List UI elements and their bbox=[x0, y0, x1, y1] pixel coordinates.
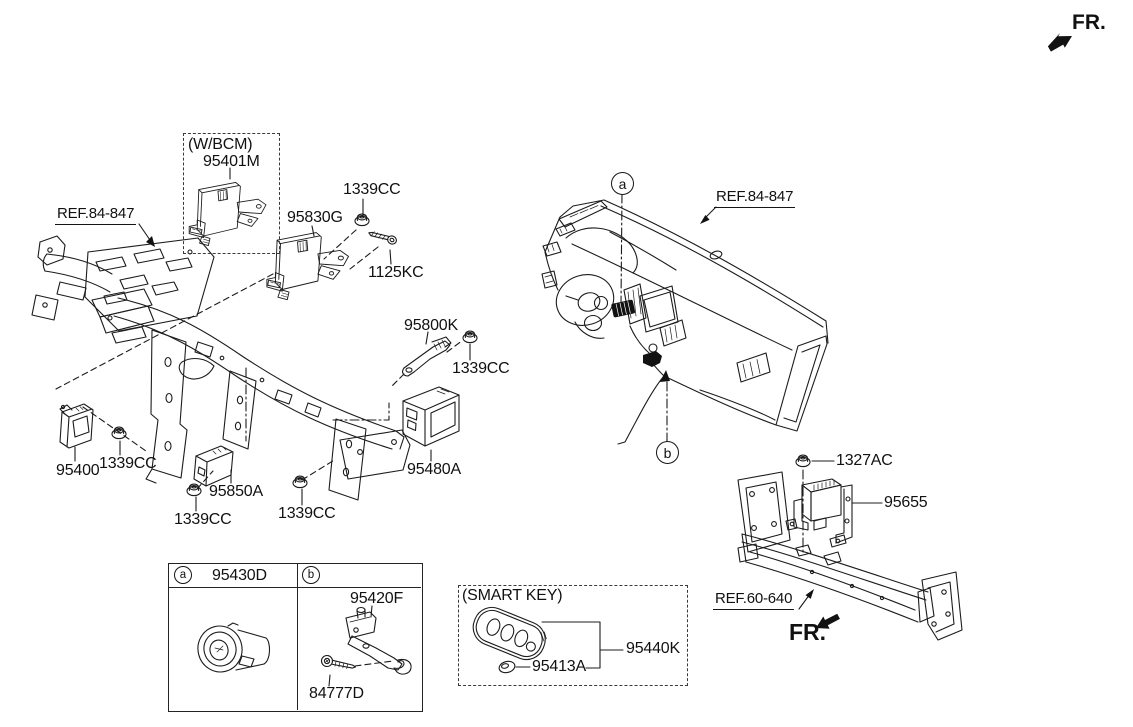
smart-key-group-box bbox=[458, 585, 688, 686]
nut-1327ac bbox=[795, 454, 811, 468]
part-label-1339cc-95850a: 1339CC bbox=[174, 511, 232, 528]
smart-key-fob-drawing bbox=[472, 606, 547, 661]
callout-a-table: a bbox=[174, 566, 192, 584]
part-label-95413a: 95413A bbox=[532, 658, 586, 675]
part-label-1339cc-top: 1339CC bbox=[343, 181, 401, 198]
ref-label-crossmember: REF.84-847 bbox=[55, 206, 137, 225]
part-label-84777d: 84777D bbox=[309, 685, 364, 702]
part-label-95430d: 95430D bbox=[212, 567, 267, 584]
part-label-95401m: 95401M bbox=[203, 153, 260, 170]
part-label-95480a: 95480A bbox=[407, 461, 461, 478]
fr-direction-label-top: FR. bbox=[1072, 11, 1106, 34]
part-label-1327ac: 1327AC bbox=[836, 452, 893, 469]
nut-1339cc-95850a bbox=[186, 483, 202, 497]
part-label-1339cc-95400: 1339CC bbox=[99, 455, 157, 472]
centerline-leaders bbox=[245, 193, 804, 553]
antenna-95800k-drawing bbox=[402, 336, 452, 377]
part-label-95830g: 95830G bbox=[287, 209, 343, 226]
nut-1339cc-antenna bbox=[462, 330, 478, 344]
smart-key-caption: (SMART KEY) bbox=[462, 587, 563, 604]
leader-lines bbox=[74, 167, 883, 687]
relay-95850a-drawing bbox=[193, 445, 234, 487]
nut-1339cc-95400 bbox=[111, 426, 127, 440]
ref-label-crash-pad: REF.84-847 bbox=[714, 189, 796, 208]
crash-pad-drawing bbox=[541, 199, 829, 445]
part-label-95850a: 95850A bbox=[209, 483, 263, 500]
fr-arrow-top bbox=[1047, 33, 1072, 52]
start-button-95430d-drawing bbox=[197, 622, 271, 673]
fr-direction-label-bottom: FR. bbox=[789, 619, 827, 645]
table-column-divider bbox=[297, 563, 298, 710]
battery-95413a-drawing bbox=[498, 660, 516, 674]
table-header-divider bbox=[168, 587, 421, 588]
cowl-crossmember-drawing bbox=[31, 235, 411, 501]
callout-a-crash-pad: a bbox=[611, 172, 634, 195]
fr-arrow-bottom bbox=[816, 613, 840, 629]
callout-b-crash-pad: b bbox=[656, 441, 679, 464]
part-label-95440k: 95440K bbox=[626, 640, 680, 657]
sub-part-table bbox=[168, 563, 423, 712]
bolt-1125kc-drawing bbox=[368, 231, 397, 245]
nut-1339cc-top bbox=[354, 213, 370, 227]
wbcm-caption: (W/BCM) bbox=[188, 136, 253, 153]
bracket-95420f-drawing bbox=[345, 606, 412, 675]
wbcm-group-box bbox=[183, 133, 280, 254]
part-label-95800k: 95800K bbox=[404, 317, 458, 334]
screw-84777d-drawing bbox=[320, 654, 356, 670]
module-95480a-drawing bbox=[402, 386, 460, 447]
part-label-1339cc-center: 1339CC bbox=[278, 505, 336, 522]
dashed-leader-lines bbox=[55, 229, 464, 667]
part-label-1339cc-antenna: 1339CC bbox=[452, 360, 510, 377]
module-95655-drawing bbox=[785, 478, 853, 548]
ref-label-bumper: REF.60-640 bbox=[713, 591, 795, 610]
module-95400-drawing bbox=[59, 403, 94, 449]
bumper-beam-drawing bbox=[737, 471, 963, 641]
part-label-95400: 95400 bbox=[56, 462, 100, 479]
part-label-1125kc: 1125KC bbox=[368, 264, 424, 281]
part-label-95420f: 95420F bbox=[350, 590, 404, 607]
callout-b-table: b bbox=[302, 566, 320, 584]
arrowheads bbox=[146, 215, 814, 599]
part-label-95655: 95655 bbox=[884, 494, 928, 511]
